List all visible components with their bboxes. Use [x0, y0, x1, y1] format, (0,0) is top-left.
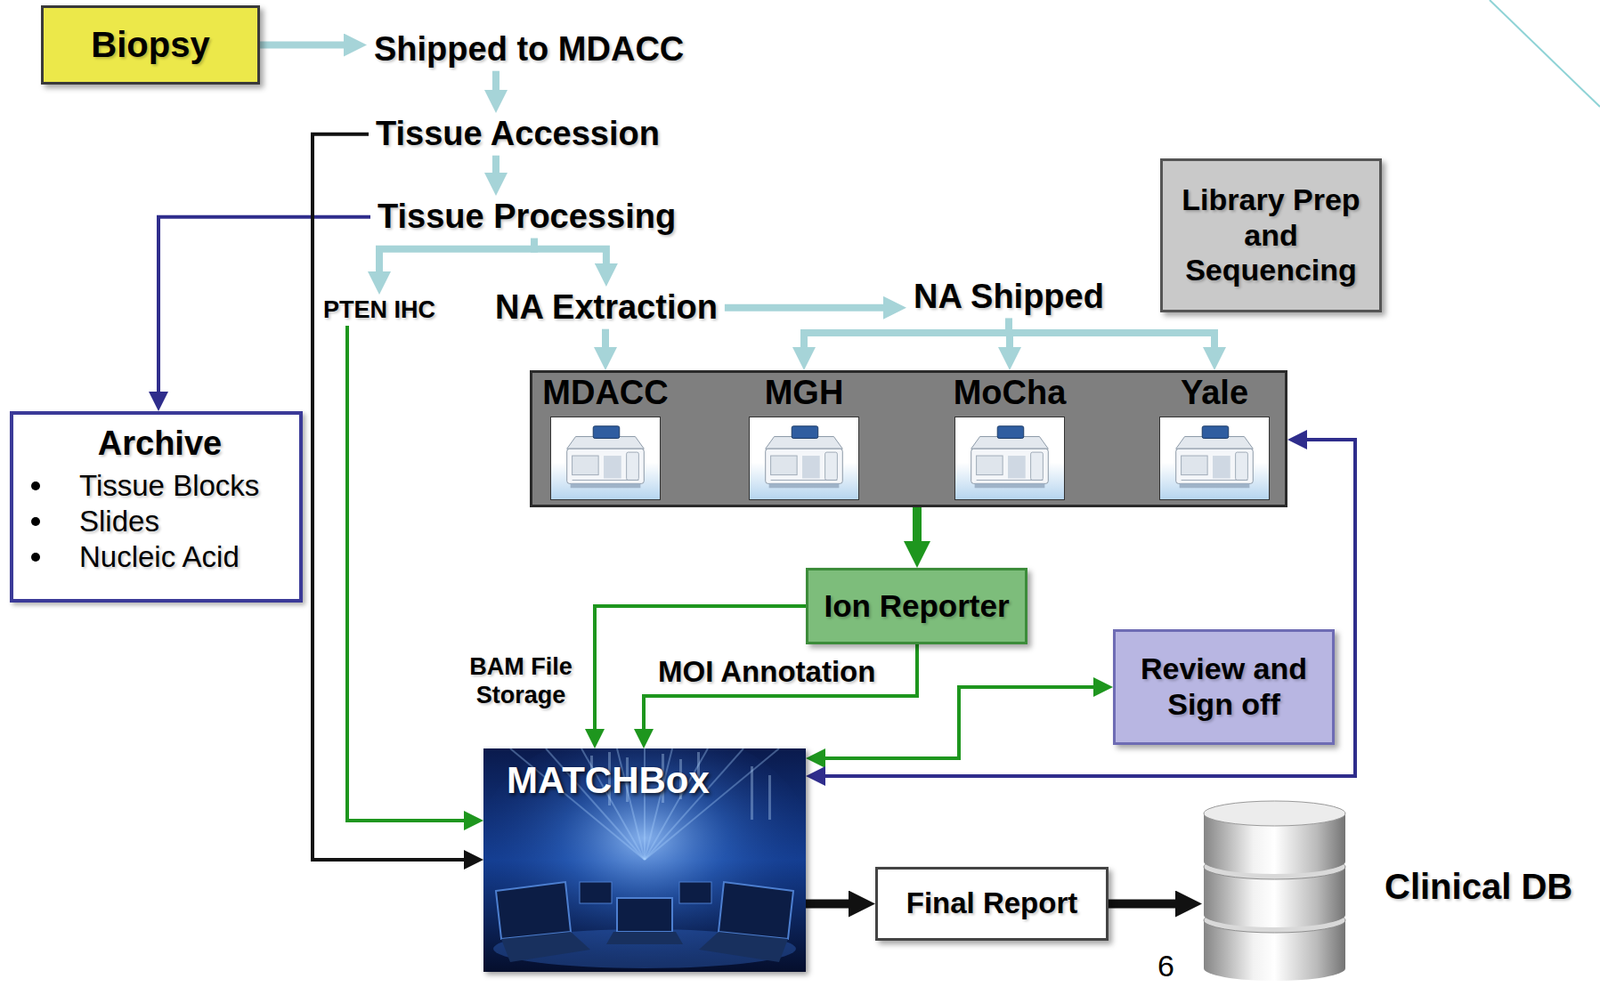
box-label: Biopsy: [90, 24, 210, 66]
sequencer-frame: [954, 416, 1065, 501]
step-label: PTEN IHC: [323, 296, 436, 325]
flow-step: Shipped to MDACC: [366, 28, 691, 72]
archive-item: Slides: [79, 504, 160, 539]
connector: [492, 71, 500, 90]
connector: [1108, 900, 1176, 910]
connector: [643, 644, 918, 730]
database-label: Clinical DB: [1384, 867, 1573, 908]
lab-site: Yale: [1141, 370, 1288, 505]
step-label: NA Shipped: [913, 277, 1105, 317]
flow-step: Tissue Processing: [370, 195, 683, 239]
lab-name: MDACC: [532, 373, 679, 414]
connector: [312, 134, 464, 861]
connector: [347, 325, 464, 821]
step-label: Shipped to MDACC: [373, 30, 684, 70]
archive-item: Tissue Blocks: [79, 469, 260, 504]
connector: [259, 41, 344, 49]
lab-site: MoCha: [936, 370, 1083, 505]
sequencer-frame: [550, 416, 661, 501]
box-label: Final Report: [906, 886, 1079, 922]
edge-label: BAM File Storage: [454, 652, 588, 711]
sequencer-illustration-use: [749, 417, 859, 500]
lab-band: MDACC MGH MoCha Yale: [529, 370, 1288, 508]
lab-site: MDACC: [532, 370, 679, 505]
edge-label: MOI Annotation: [657, 654, 876, 691]
sequencer-illustration: [955, 417, 1064, 500]
matchbox-panel: MATCHBox: [483, 748, 806, 973]
connector: [912, 507, 922, 542]
process-box: Library Prep and Sequencing: [1160, 158, 1382, 313]
sequencer-illustration-use: [955, 417, 1064, 500]
database: Clinical DB: [1202, 795, 1594, 983]
archive-heading: Archive: [31, 423, 289, 465]
process-box: Biopsy: [40, 5, 260, 85]
connector: [825, 687, 1094, 759]
archive-box: ArchiveTissue BlocksSlidesNucleic Acid: [9, 411, 303, 603]
flow-step: PTEN IHC: [316, 294, 443, 326]
sequencer-frame: [748, 416, 860, 501]
matchbox-title: MATCHBox: [506, 759, 710, 803]
sequencer-illustration-use: [1160, 417, 1269, 500]
sequencer-frame: [1159, 416, 1270, 501]
database-cylinder: [1202, 795, 1348, 983]
corner-accent: [1460, 0, 1600, 116]
page-number: 6: [1157, 949, 1175, 984]
connector: [534, 238, 607, 264]
sequencer-illustration: [551, 417, 660, 500]
connector: [1008, 318, 1215, 348]
process-box: Ion Reporter: [805, 568, 1028, 645]
connector: [601, 329, 610, 348]
bullet-item: Slides: [31, 503, 289, 540]
connector: [804, 318, 1009, 348]
sequencer-illustration: [749, 417, 859, 500]
flow-step: Tissue Accession: [368, 113, 667, 156]
process-box: Final Report: [875, 867, 1109, 942]
flow-step: NA Extraction: [487, 286, 725, 330]
bullet-item: Tissue Blocks: [31, 468, 289, 504]
step-label: Tissue Accession: [375, 114, 660, 155]
archive-item: Nucleic Acid: [79, 540, 240, 575]
box-label: Library Prep and Sequencing: [1173, 182, 1369, 289]
connector: [724, 304, 884, 312]
bullet-dot: [31, 552, 41, 562]
bullet-item: Nucleic Acid: [31, 539, 289, 576]
lab-site: MGH: [730, 370, 878, 505]
process-box: Review and Sign off: [1112, 629, 1335, 746]
sequencer-illustration-use: [551, 417, 660, 500]
matchbox-illustration-use: [483, 748, 806, 973]
flow-step: NA Shipped: [906, 276, 1112, 319]
connector: [379, 238, 535, 272]
lab-name: MoCha: [936, 373, 1083, 414]
box-label: Ion Reporter: [823, 588, 1009, 626]
step-label: NA Extraction: [495, 288, 718, 328]
database-cylinder-use: [1203, 801, 1346, 982]
lab-name: Yale: [1141, 373, 1288, 414]
lab-name: MGH: [730, 373, 878, 414]
sequencer-illustration: [1160, 417, 1269, 500]
box-label: Review and Sign off: [1126, 651, 1322, 723]
accent-line: [1489, 0, 1600, 107]
step-label: Tissue Processing: [377, 197, 676, 237]
bullet-dot: [31, 517, 41, 527]
connector: [492, 155, 500, 173]
bullet-dot: [31, 481, 41, 491]
connector: [805, 900, 849, 910]
